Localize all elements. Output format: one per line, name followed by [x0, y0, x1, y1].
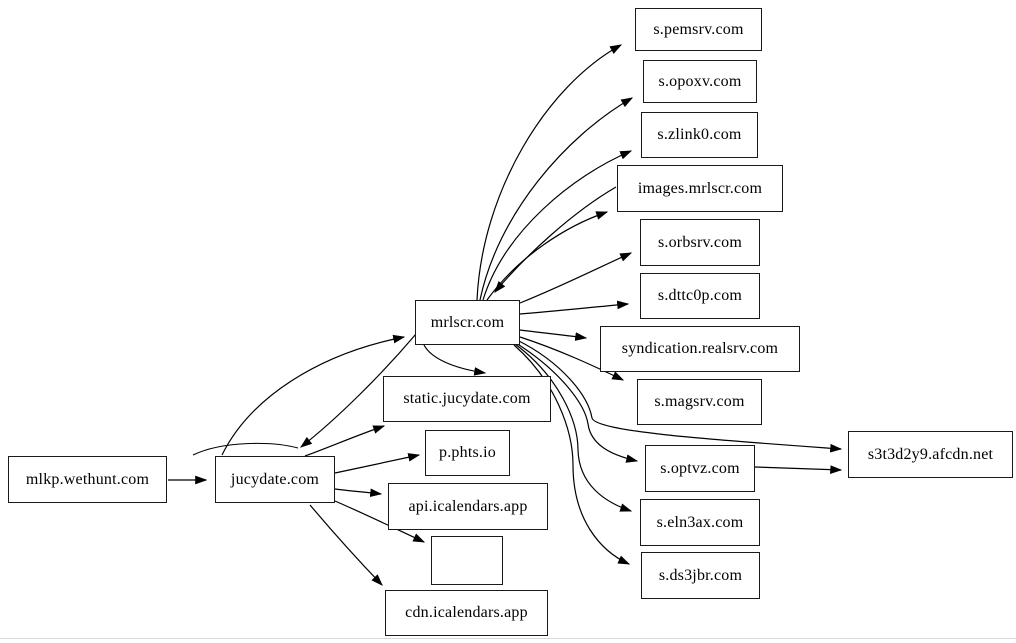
edge-jucydate-to-cdn	[309, 504, 383, 586]
graph-node-label: s.dttc0p.com	[657, 287, 743, 304]
edge-optvz-to-afcdn	[754, 465, 843, 474]
graph-node-opoxv: s.opoxv.com	[643, 60, 757, 103]
graph-node-label: s.opoxv.com	[658, 72, 742, 90]
graph-node-mlkp: mlkp.wethunt.com	[8, 456, 167, 503]
graph-node-syndication: syndication.realsrv.com	[600, 326, 800, 372]
graph-node-optvz: s.optvz.com	[645, 445, 755, 492]
graph-node-api: api.icalendars.app	[388, 483, 548, 530]
graph-node-static: static.jucydate.com	[383, 376, 551, 422]
graph-node-label: cdn.icalendars.app	[405, 604, 528, 621]
edge-mrlscr-to-opoxv	[479, 97, 634, 301]
graph-node-label: s.zlink0.com	[657, 126, 742, 143]
bottom-divider	[0, 638, 1016, 639]
spline-overshoot-arc	[192, 442, 299, 456]
graph-node-label: mlkp.wethunt.com	[25, 470, 150, 488]
graph-node-orbsrv: s.orbsrv.com	[640, 219, 760, 266]
graph-node-label: syndication.realsrv.com	[621, 340, 779, 357]
graph-node-eln3ax: s.eln3ax.com	[640, 499, 760, 546]
edge-mrlscr-to-pemsrv	[476, 44, 623, 301]
edge-mrlscr-to-optvz	[515, 342, 639, 463]
edge-jucydate-to-api	[334, 488, 383, 498]
graph-node-blank	[431, 536, 503, 585]
graph-node-cdn: cdn.icalendars.app	[385, 590, 548, 636]
graph-node-label: jucydate.com	[230, 470, 320, 488]
edge-mrlscr-to-orbsrv	[519, 252, 633, 304]
edge-mrlscr-to-zlink0	[482, 150, 633, 301]
graph-node-afcdn: s3t3d2y9.afcdn.net	[848, 431, 1013, 478]
graph-node-label: p.phts.io	[439, 444, 496, 461]
edge-jucydate-to-mrlscr	[221, 334, 406, 456]
graph-node-zlink0: s.zlink0.com	[641, 112, 758, 158]
graph-node-label: s.magsrv.com	[654, 393, 745, 410]
graph-node-label: s.orbsrv.com	[657, 233, 743, 251]
graph-node-ds3jbr: s.ds3jbr.com	[641, 552, 760, 599]
edge-jucydate-to-static	[304, 425, 386, 457]
graph-node-dttc0p: s.dttc0p.com	[640, 273, 760, 319]
edge-mrlscr-to-eln3ax	[514, 343, 633, 512]
graph-node-magsrv: s.magsrv.com	[637, 379, 762, 425]
graph-node-label: mrlscr.com	[430, 313, 505, 331]
graph-node-label: s.ds3jbr.com	[658, 566, 743, 584]
graph-node-mrlscr: mrlscr.com	[415, 300, 520, 345]
graph-node-label: s.eln3ax.com	[656, 513, 744, 531]
graph-node-phts: p.phts.io	[425, 430, 510, 476]
edge-mrlscr-to-static	[423, 344, 487, 376]
edge-mrlscr-to-jucydate	[300, 333, 417, 448]
edge-mrlscr-to-syndication	[519, 329, 588, 341]
graph-node-label: images.mrlscr.com	[637, 179, 763, 197]
graph-node-label: api.icalendars.app	[408, 497, 528, 515]
graph-node-label: static.jucydate.com	[403, 390, 531, 407]
graph-node-label: s.optvz.com	[660, 459, 740, 477]
graph-node-label: s.pemsrv.com	[653, 20, 744, 38]
graph-node-pemsrv: s.pemsrv.com	[635, 8, 762, 51]
graph-node-label: s3t3d2y9.afcdn.net	[867, 445, 994, 463]
edge-jucydate-to-phts	[334, 453, 421, 474]
edge-mrlscr-to-imagesmrlscr	[486, 211, 609, 301]
edge-imagesmrlscr-to-mrlscr	[494, 186, 617, 293]
graph-node-imagesmrlscr: images.mrlscr.com	[617, 165, 783, 212]
edge-mrlscr-to-dttc0p	[519, 300, 630, 315]
edge-jucydate-to-blank	[334, 500, 426, 543]
edge-mrlscr-to-afcdn	[516, 339, 843, 453]
graph-node-jucydate: jucydate.com	[215, 456, 335, 503]
edge-mrlscr-to-magsrv	[519, 336, 625, 381]
